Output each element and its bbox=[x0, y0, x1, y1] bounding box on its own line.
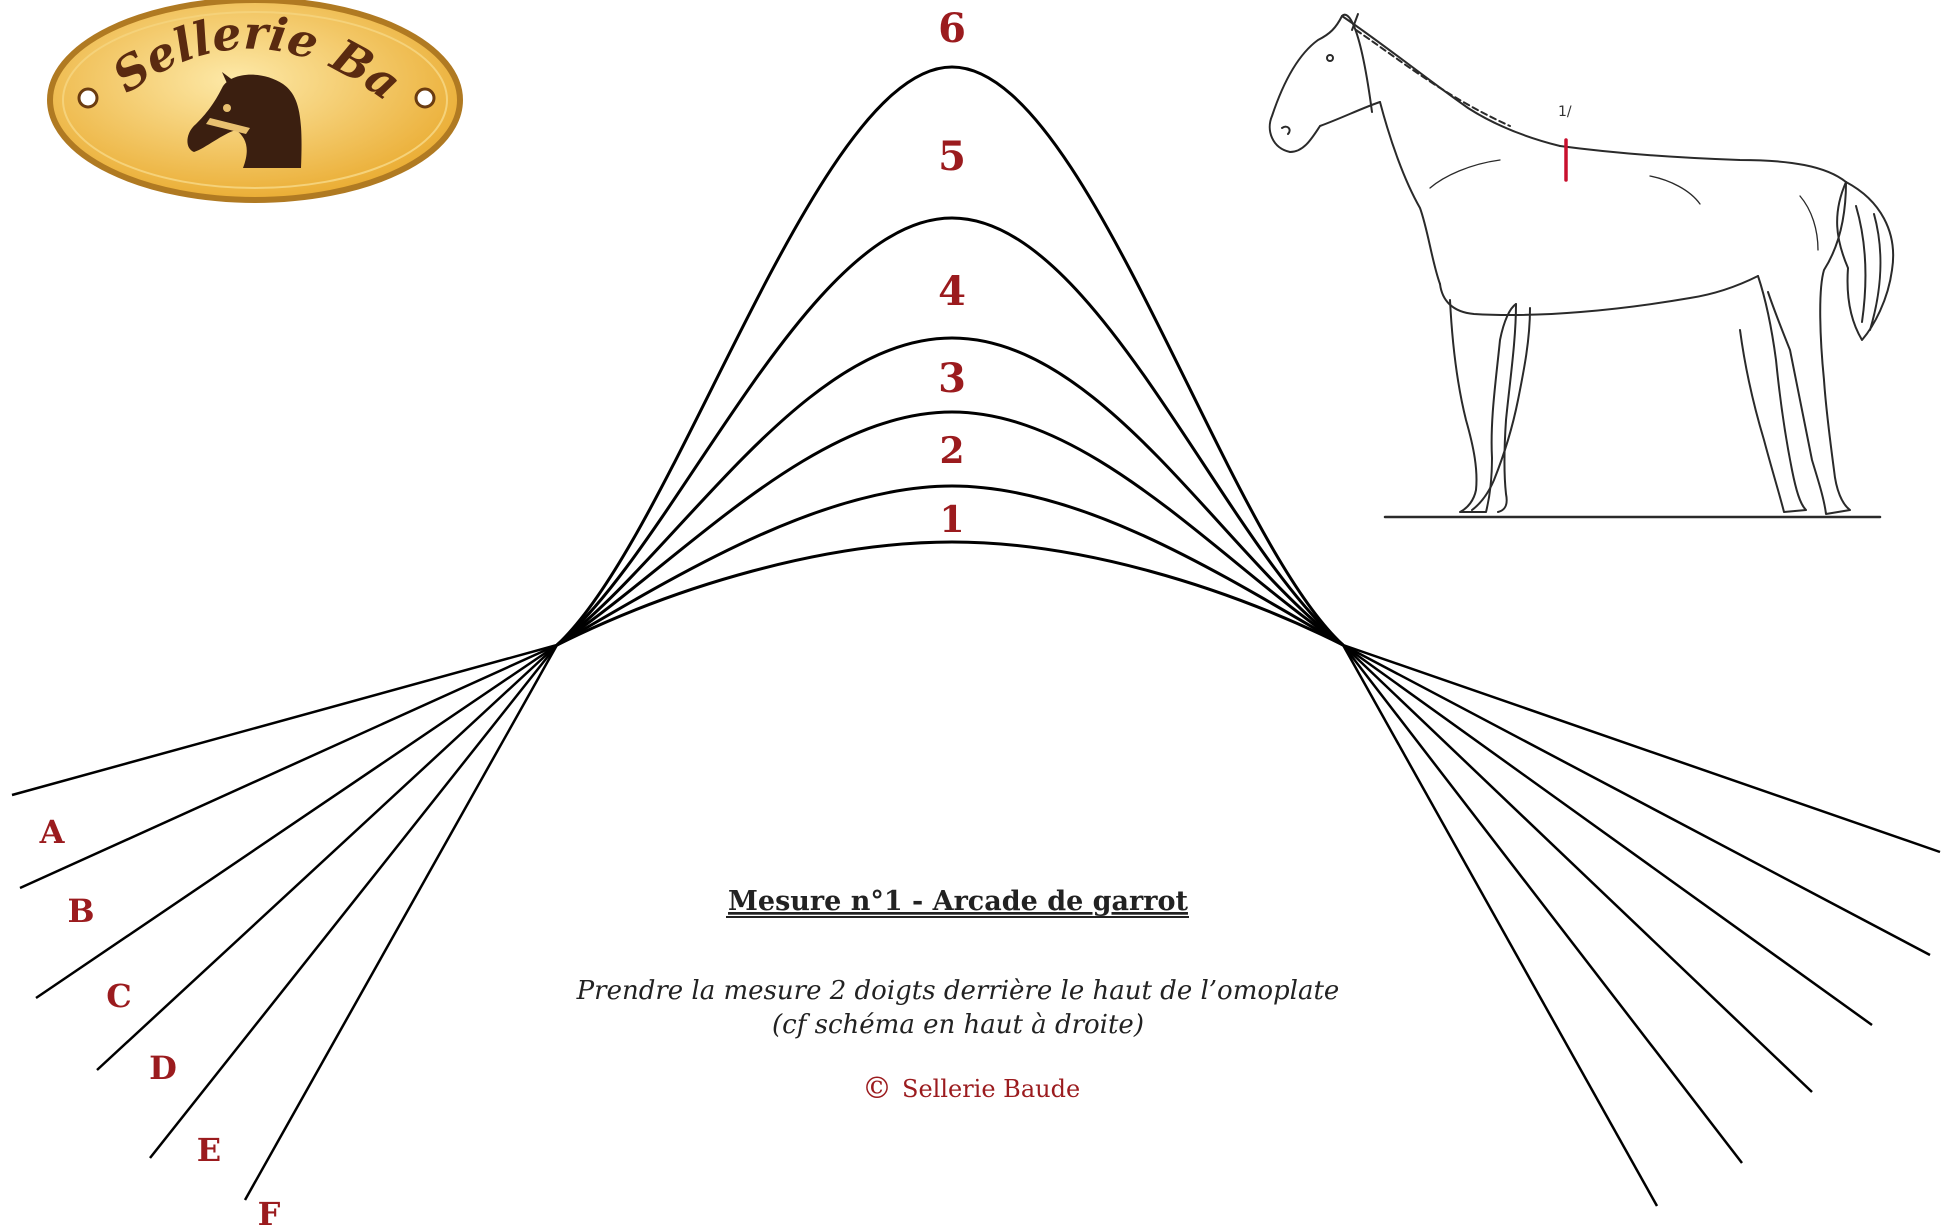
left-fan-line-d bbox=[96, 644, 558, 1071]
copyright: © Sellerie Baude bbox=[862, 1071, 1080, 1106]
arch-curve-6 bbox=[555, 65, 1345, 647]
caption-title: Mesure n°1 - Arcade de garrot bbox=[728, 886, 1188, 917]
side-labels: A B C D E F bbox=[39, 813, 281, 1230]
arch-label-3: 3 bbox=[938, 355, 966, 402]
side-label-c: C bbox=[106, 977, 131, 1015]
right-fan-line-d bbox=[1342, 644, 1813, 1093]
copyright-text: Sellerie Baude bbox=[902, 1075, 1080, 1103]
caption-instruction-line1: Prendre la mesure 2 doigts derrière le h… bbox=[576, 976, 1340, 1006]
left-fan-lines bbox=[11, 643, 559, 1201]
logo-inner-ring bbox=[62, 11, 448, 189]
right-fan-line-c bbox=[1342, 643, 1873, 1027]
left-fan-line-f bbox=[243, 644, 559, 1201]
side-label-a: A bbox=[39, 813, 66, 851]
logo: Sellerie Baude bbox=[0, 0, 463, 203]
arch-curve-2 bbox=[556, 484, 1344, 647]
side-label-f: F bbox=[258, 1195, 281, 1230]
logo-rivet-right-icon bbox=[414, 87, 436, 109]
right-fan-line-e bbox=[1342, 644, 1743, 1164]
left-fan-line-a bbox=[11, 643, 558, 797]
arch-curve-4 bbox=[556, 336, 1344, 647]
left-fan-line-e bbox=[149, 644, 558, 1159]
right-fan-line-f bbox=[1341, 644, 1659, 1207]
logo-rivet-left-icon bbox=[77, 87, 99, 109]
copyright-symbol: © bbox=[862, 1071, 892, 1106]
caption: Mesure n°1 - Arcade de garrot Prendre la… bbox=[576, 886, 1340, 1106]
caption-instruction-line2: (cf schéma en haut à droite) bbox=[772, 1010, 1144, 1040]
side-label-b: B bbox=[67, 892, 94, 930]
arch-curve-1 bbox=[556, 540, 1344, 647]
right-fan-line-a bbox=[1342, 643, 1941, 854]
horse-outline-icon: 1/ bbox=[1268, 13, 1895, 519]
arch-curves bbox=[555, 65, 1345, 647]
arch-label-5: 5 bbox=[938, 133, 966, 180]
arch-label-2: 2 bbox=[939, 430, 964, 472]
right-fan-line-b bbox=[1342, 643, 1931, 957]
arch-label-4: 4 bbox=[938, 268, 966, 315]
withers-marker-label: 1/ bbox=[1558, 104, 1572, 120]
arch-label-6: 6 bbox=[938, 5, 966, 52]
arch-labels: 1 2 3 4 5 6 bbox=[938, 5, 966, 541]
arch-curve-3 bbox=[556, 410, 1344, 647]
left-fan-line-c bbox=[35, 643, 558, 1000]
right-fan-lines bbox=[1341, 643, 1941, 1207]
left-fan-line-b bbox=[19, 643, 558, 890]
horse-head-icon bbox=[187, 72, 302, 168]
side-label-e: E bbox=[197, 1131, 221, 1169]
arch-curve-5 bbox=[556, 216, 1344, 647]
arch-label-1: 1 bbox=[939, 499, 964, 541]
side-label-d: D bbox=[149, 1049, 177, 1087]
